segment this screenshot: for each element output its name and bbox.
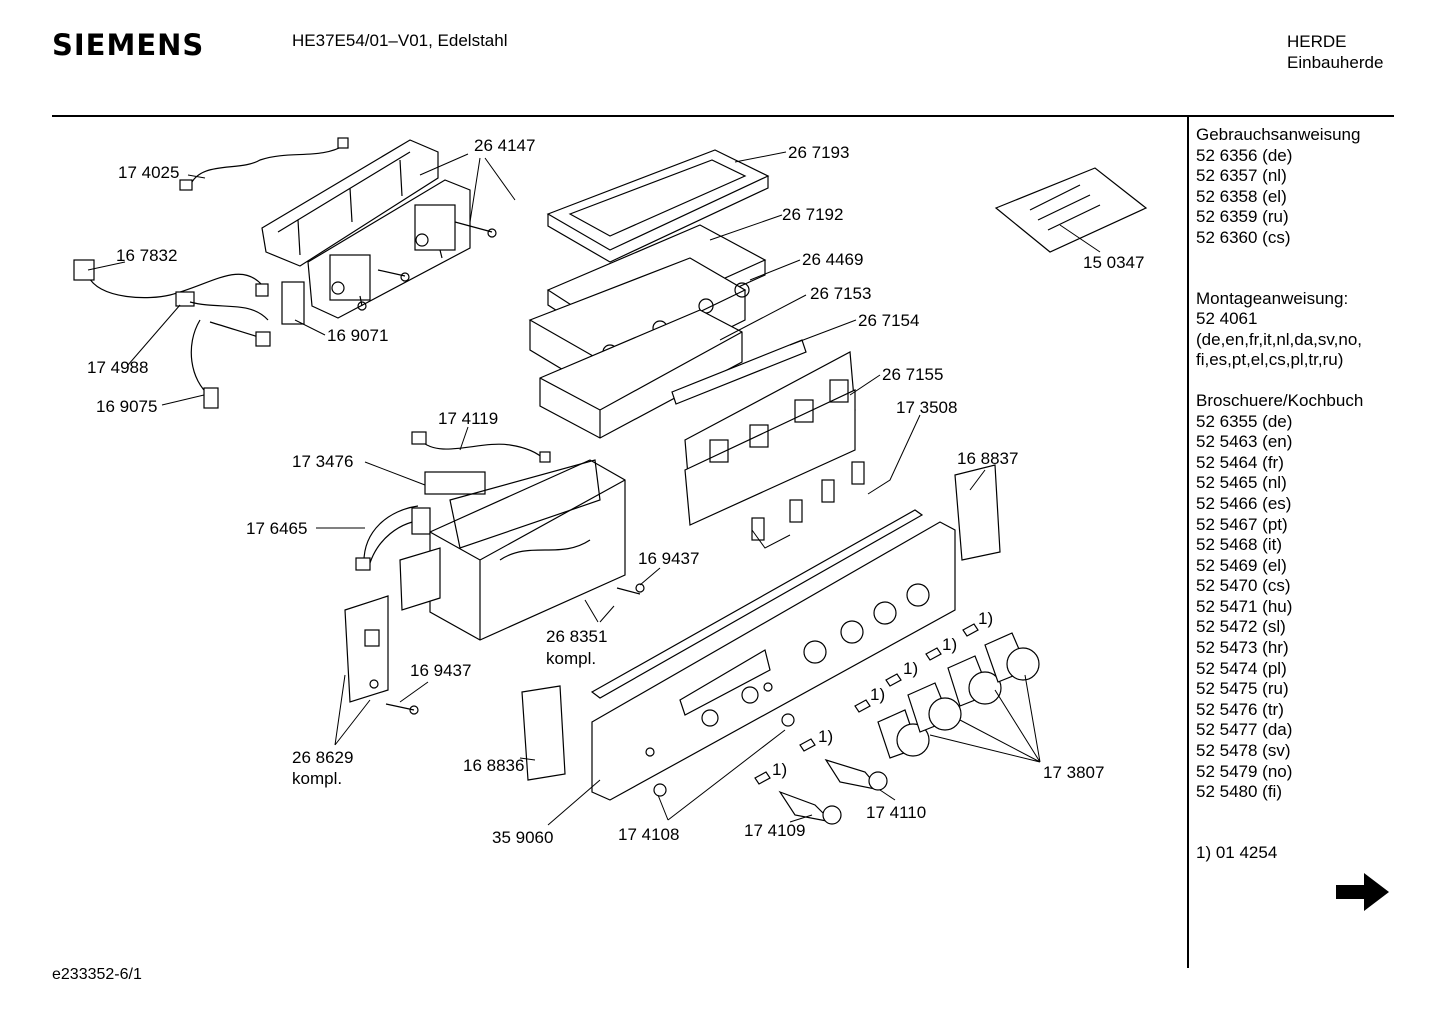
assembly-line: fi,es,pt,el,cs,pl,tr,ru) bbox=[1196, 350, 1344, 370]
electronic-module-drawing bbox=[399, 459, 645, 641]
document-id: e233352-6/1 bbox=[52, 966, 142, 983]
brochure-item: 52 5475 (ru) bbox=[1196, 679, 1289, 699]
part-label: 26 7154 bbox=[858, 311, 919, 330]
exploded-parts-diagram: 17 4025 26 4147 26 7193 26 7192 26 4469 … bbox=[73, 136, 1148, 847]
header-divider bbox=[52, 115, 1394, 117]
part-label: 26 4147 bbox=[474, 136, 535, 155]
footnote-marker: 1) bbox=[772, 760, 787, 779]
footnote-marker: 1) bbox=[818, 727, 833, 746]
cable-drawing bbox=[419, 439, 546, 461]
side-bracket-left-drawing bbox=[521, 685, 566, 781]
small-knob-drawing bbox=[778, 758, 888, 825]
part-label: 17 6465 bbox=[246, 519, 307, 538]
brochure-item: 52 5471 (hu) bbox=[1196, 596, 1293, 616]
brochure-item: 52 5470 (cs) bbox=[1196, 576, 1291, 596]
brochure-item: 52 5477 (da) bbox=[1196, 720, 1293, 740]
leader-lines bbox=[87, 151, 1101, 826]
brochure-item: 52 5476 (tr) bbox=[1196, 699, 1284, 719]
footnote-marker: 1) bbox=[903, 659, 918, 678]
trim-strip-drawing bbox=[671, 339, 807, 405]
manual-item: 52 6356 (de) bbox=[1196, 145, 1293, 165]
part-label: 26 7192 bbox=[782, 205, 843, 224]
model-title: HE37E54/01–V01, Edelstahl bbox=[292, 31, 508, 50]
switch-block-drawing bbox=[684, 351, 856, 526]
assembly-line: 52 4061 bbox=[1196, 309, 1258, 329]
brochure-item: 52 5480 (fi) bbox=[1196, 782, 1282, 802]
category-sub: Einbauherde bbox=[1287, 53, 1384, 72]
part-label: 16 8837 bbox=[957, 449, 1018, 468]
part-label: kompl. bbox=[546, 649, 596, 668]
brand-logo: SIEMENS bbox=[52, 28, 205, 62]
mounting-bracket-drawing bbox=[344, 595, 419, 715]
part-label: 16 8836 bbox=[463, 756, 524, 775]
manual-item: 52 6358 (el) bbox=[1196, 186, 1287, 206]
manual-item: 52 6359 (ru) bbox=[1196, 207, 1289, 227]
part-label: 16 9437 bbox=[410, 661, 471, 680]
part-label: 17 3807 bbox=[1043, 763, 1104, 782]
assembly-title: Montageanweisung: bbox=[1196, 288, 1349, 308]
part-label: 17 4110 bbox=[866, 803, 926, 822]
part-label: 26 8629 bbox=[292, 748, 353, 767]
part-label: 26 7155 bbox=[882, 365, 943, 384]
part-label: 17 3476 bbox=[292, 452, 353, 471]
footnote-marker: 1) bbox=[870, 685, 885, 704]
brochure-item: 52 5463 (en) bbox=[1196, 432, 1293, 452]
control-frame-drawing bbox=[546, 149, 770, 263]
part-label: 16 7832 bbox=[116, 246, 177, 265]
washer-drawing bbox=[754, 623, 979, 785]
part-label: 17 4119 bbox=[438, 409, 498, 428]
control-panel-drawing bbox=[590, 509, 956, 801]
part-label: 26 8351 bbox=[546, 627, 607, 646]
footnote-marker: 1) bbox=[978, 609, 993, 628]
footnote-marker: 1) bbox=[942, 635, 957, 654]
brochure-item: 52 5468 (it) bbox=[1196, 535, 1282, 555]
switch-bracket-drawing bbox=[261, 139, 497, 319]
part-label: 26 7153 bbox=[810, 284, 871, 303]
brochure-title: Broschuere/Kochbuch bbox=[1196, 390, 1364, 410]
part-label: 17 4025 bbox=[118, 163, 179, 182]
part-label: 35 9060 bbox=[492, 828, 553, 847]
brochure-item: 52 5466 (es) bbox=[1196, 493, 1292, 513]
manual-title: Gebrauchsanweisung bbox=[1196, 125, 1361, 144]
part-label: 16 9075 bbox=[96, 397, 157, 416]
part-label: kompl. bbox=[292, 769, 342, 788]
clip-set-drawing bbox=[751, 461, 865, 541]
knob-set-drawing bbox=[877, 632, 1040, 759]
category-block: HERDE Einbauherde bbox=[1287, 31, 1383, 73]
part-label: 16 9071 bbox=[327, 326, 388, 345]
assembly-line: (de,en,fr,it,nl,da,sv,no, bbox=[1196, 329, 1362, 349]
side-bracket-right-drawing bbox=[954, 464, 1001, 561]
part-label: 17 4108 bbox=[618, 825, 679, 844]
manual-item: 52 6357 (nl) bbox=[1196, 166, 1287, 186]
part-label: 15 0347 bbox=[1083, 253, 1144, 272]
part-label: 17 4988 bbox=[87, 358, 148, 377]
brochure-item: 52 5469 (el) bbox=[1196, 555, 1287, 575]
part-label: 17 3508 bbox=[896, 398, 957, 417]
brochure-item: 52 5472 (sl) bbox=[1196, 617, 1286, 637]
documents-sidebar: Gebrauchsanweisung 52 6356 (de) 52 6357 … bbox=[1196, 125, 1363, 863]
part-label: 26 4469 bbox=[802, 250, 863, 269]
brochure-item: 52 5474 (pl) bbox=[1196, 658, 1287, 678]
part-label: 17 4109 bbox=[744, 821, 805, 840]
brochure-item: 52 5479 (no) bbox=[1196, 761, 1293, 781]
wire-harness-drawing bbox=[73, 137, 349, 409]
brochure-item: 52 5473 (hr) bbox=[1196, 638, 1289, 658]
manual-item: 52 6360 (cs) bbox=[1196, 227, 1291, 247]
brochure-item: 52 5467 (pt) bbox=[1196, 514, 1288, 534]
brochure-item: 52 5465 (nl) bbox=[1196, 473, 1287, 493]
category-main: HERDE bbox=[1287, 32, 1347, 51]
part-label: 26 7193 bbox=[788, 143, 849, 162]
screw-bag-drawing bbox=[994, 167, 1148, 253]
part-label: 16 9437 bbox=[638, 549, 699, 568]
brochure-item: 52 6355 (de) bbox=[1196, 411, 1293, 431]
brochure-item: 52 5478 (sv) bbox=[1196, 741, 1291, 761]
sidebar-divider bbox=[1187, 117, 1189, 968]
brochure-item: 52 5464 (fr) bbox=[1196, 452, 1284, 472]
arrow-right-icon[interactable] bbox=[1334, 870, 1392, 914]
control-module-drawing bbox=[528, 224, 767, 439]
footnote: 1) 01 4254 bbox=[1196, 842, 1278, 862]
